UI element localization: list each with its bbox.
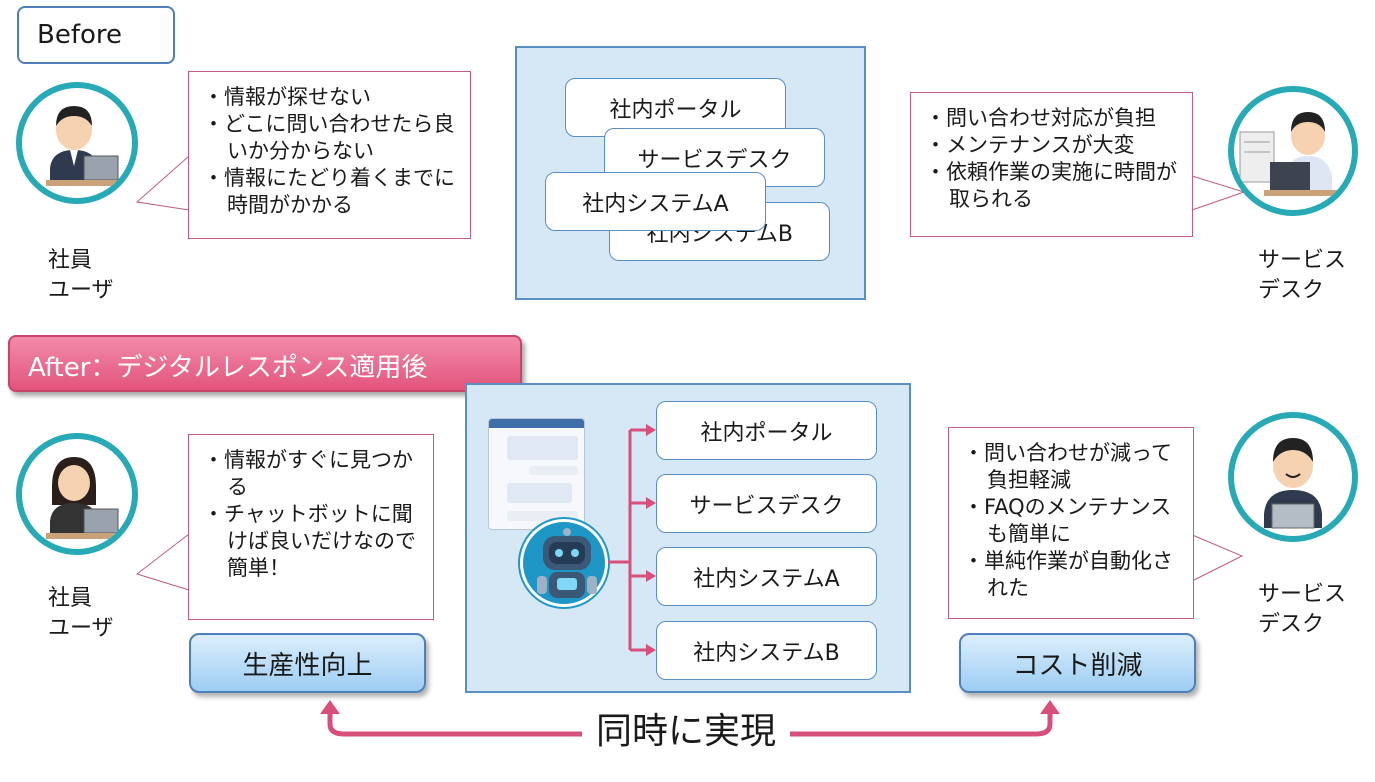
bubble-pointer (1189, 533, 1244, 583)
busy-worker-icon (1239, 112, 1344, 196)
user-issues-bubble: 情報が探せないどこに問い合わせたら良いか分からない情報にたどり着くまでに時間がか… (188, 71, 471, 239)
user-benefits-bubble: 情報がすぐに見つかるチャットボットに聞けば良いだけなので簡単！ (188, 434, 434, 620)
office-worker-icon (46, 106, 124, 186)
issue-item: 情報が探せない (203, 84, 456, 111)
bubble-pointer (135, 533, 190, 591)
female-worker-icon (46, 457, 124, 539)
benefit-item: FAQのメンテナンスも簡単に (963, 494, 1179, 548)
benefit-item: チャットボットに聞けば良いだけなので簡単！ (203, 501, 419, 582)
issue-item: メンテナンスが大変 (925, 132, 1178, 159)
system-box-a-before: 社内システムA (545, 172, 766, 231)
bubble-pointer (135, 155, 190, 211)
user-label-after: 社員ユーザ (48, 586, 114, 641)
desk-avatar-before (1228, 86, 1358, 216)
system-box-a-after: 社内システムA (656, 547, 877, 606)
issue-item: 依頼作業の実施に時間が取られる (925, 159, 1178, 213)
issue-item: 情報にたどり着くまでに時間がかかる (203, 165, 456, 219)
chat-window (488, 418, 585, 530)
system-box-portal-before: 社内ポータル (565, 78, 786, 137)
benefit-item: 問い合わせが減って負担軽減 (963, 440, 1179, 494)
issue-item: 問い合わせ対応が負担 (925, 105, 1178, 132)
desk-benefits-bubble: 問い合わせが減って負担軽減FAQのメンテナンスも簡単に単純作業が自動化された (948, 427, 1194, 619)
simultaneous-text: 同時に実現 (582, 707, 791, 757)
benefit-item: 単純作業が自動化された (963, 548, 1179, 602)
system-box-b-after: 社内システムB (656, 621, 877, 680)
chatbot-robot (520, 519, 608, 607)
desk-issues-bubble: 問い合わせ対応が負担メンテナンスが大変依頼作業の実施に時間が取られる (910, 92, 1193, 237)
smiling-worker-icon (1264, 438, 1322, 529)
cost-reduction-box: コスト削減 (959, 633, 1196, 693)
before-label: Before (17, 6, 175, 64)
desk-label-before: サービスデスク (1258, 248, 1347, 303)
robot-icon (537, 528, 597, 598)
user-avatar-before (16, 82, 138, 204)
user-label-before: 社員ユーザ (48, 248, 114, 303)
system-box-portal-after: 社内ポータル (656, 401, 877, 460)
after-label: After：デジタルレスポンス適用後 (8, 335, 522, 392)
benefit-item: 情報がすぐに見つかる (203, 447, 419, 501)
desk-label-after: サービスデスク (1258, 582, 1347, 637)
system-box-desk-after: サービスデスク (656, 474, 877, 533)
issue-item: どこに問い合わせたら良いか分からない (203, 111, 456, 165)
desk-avatar-after (1228, 412, 1358, 542)
user-avatar-after (16, 433, 138, 555)
productivity-box: 生産性向上 (189, 633, 426, 693)
connector-lines (608, 424, 656, 656)
